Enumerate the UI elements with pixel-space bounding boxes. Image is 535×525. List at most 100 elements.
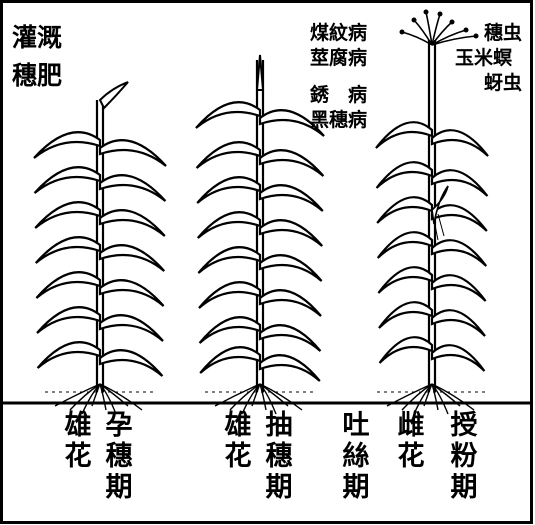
stage-col-3: 雄 花: [222, 410, 254, 472]
tassel-spikelet: [473, 33, 479, 39]
label-pest-1: 穗虫: [484, 22, 523, 44]
corn-leaf: [377, 266, 434, 294]
corn-root: [69, 383, 101, 411]
corn-leaf: [36, 341, 102, 369]
tassel-branch: [401, 31, 433, 46]
corn-leaf: [34, 201, 102, 229]
corn-leaf: [375, 121, 434, 149]
label-disease-2: 莖腐病: [310, 47, 368, 69]
corn-leaf: [430, 204, 488, 232]
corn-leaf: [198, 281, 262, 309]
corn-root: [423, 383, 433, 407]
corn-leaf: [430, 309, 486, 337]
corn-plant-heading: [195, 54, 325, 415]
corn-leaf: [258, 184, 324, 212]
corn-leaf: [258, 109, 325, 137]
stage-char: 雌: [397, 410, 425, 441]
corn-root: [99, 383, 143, 411]
stage-char: 授: [450, 410, 478, 441]
stage-char: 抽: [265, 410, 293, 441]
corn-leaf: [98, 209, 166, 237]
stage-col-7: 授 粉 期: [448, 410, 480, 503]
corn-leaf: [258, 354, 321, 382]
corn-leaf: [376, 231, 434, 259]
corn-leaf: [199, 346, 262, 374]
corn-leaf: [196, 211, 262, 239]
stage-char: 花: [224, 441, 252, 472]
corn-leaf: [33, 131, 102, 159]
tassel-branch: [431, 35, 477, 46]
stage-char: 雄: [64, 410, 92, 441]
corn-leaf: [378, 336, 434, 364]
corn-root: [386, 383, 433, 407]
stage-char: 雄: [224, 410, 252, 441]
label-pest-3: 蚜虫: [484, 72, 523, 94]
corn-leaf: [198, 316, 262, 344]
corn-leaf: [430, 129, 489, 157]
corn-leaf: [195, 101, 262, 129]
label-disease-4: 黑穗病: [310, 109, 368, 131]
corn-leaf: [258, 254, 323, 282]
label-irrigation: 灌溉: [12, 23, 63, 52]
corn-plant-booting: [33, 81, 167, 415]
corn-leaf: [98, 244, 166, 272]
stage-char: 粉: [450, 441, 478, 472]
stage-char: 花: [64, 441, 92, 472]
corn-root: [54, 383, 101, 407]
corn-leaf: [258, 149, 325, 177]
corn-leaf: [98, 279, 165, 307]
stage-char: 期: [450, 472, 478, 503]
corn-ear: [431, 185, 449, 225]
corn-leaf: [258, 324, 322, 352]
corn-root: [241, 383, 261, 415]
tassel-spikelet: [449, 19, 455, 25]
stage-col-1: 雄 花: [62, 410, 94, 472]
stage-char: 孕: [105, 410, 133, 441]
tassel-spikelet: [463, 27, 469, 33]
corn-root: [259, 383, 303, 411]
corn-leaf: [430, 344, 486, 372]
corn-leaf: [376, 196, 434, 224]
corn-leaf: [33, 166, 102, 194]
corn-plant-pollination: [375, 40, 489, 415]
corn-leaf: [195, 141, 262, 169]
corn-leaf: [35, 271, 102, 299]
corn-leaf: [36, 306, 102, 334]
corn-leaf: [98, 81, 129, 110]
stage-col-6: 雌 花: [395, 410, 427, 472]
corn-leaf: [98, 349, 164, 377]
corn-root: [91, 383, 101, 407]
corn-leaf: [196, 176, 262, 204]
tassel-spikelet: [437, 11, 443, 17]
tassel-icon: [399, 9, 479, 241]
corn-leaf: [378, 301, 434, 329]
tassel-spikelet: [399, 29, 405, 35]
corn-leaf: [98, 139, 167, 167]
corn-leaf: [197, 246, 262, 274]
stage-col-5: 吐 絲 期: [340, 410, 372, 503]
label-disease-3: 銹 病: [310, 84, 368, 106]
corn-leaf: [375, 161, 434, 189]
stage-char: 穗: [105, 441, 133, 472]
corn-root: [413, 383, 433, 415]
tassel-spikelet: [411, 17, 417, 23]
corn-root: [251, 383, 261, 407]
corn-leaf: [258, 289, 322, 317]
corn-silk: [433, 213, 445, 241]
corn-leaf: [98, 314, 164, 342]
corn-leaf: [258, 219, 324, 247]
corn-leaf: [98, 174, 167, 202]
stage-col-2: 孕 穗 期: [103, 410, 135, 503]
corn-tip: [255, 54, 265, 91]
stage-char: 期: [265, 472, 293, 503]
tassel-spikelet: [423, 9, 429, 15]
stage-char: 穗: [265, 441, 293, 472]
corn-leaf: [34, 236, 102, 264]
stage-col-4: 抽 穗 期: [263, 410, 295, 503]
corn-root: [214, 383, 261, 407]
stage-char: 期: [105, 472, 133, 503]
corn-root: [81, 383, 101, 415]
corn-leaf: [430, 274, 487, 302]
